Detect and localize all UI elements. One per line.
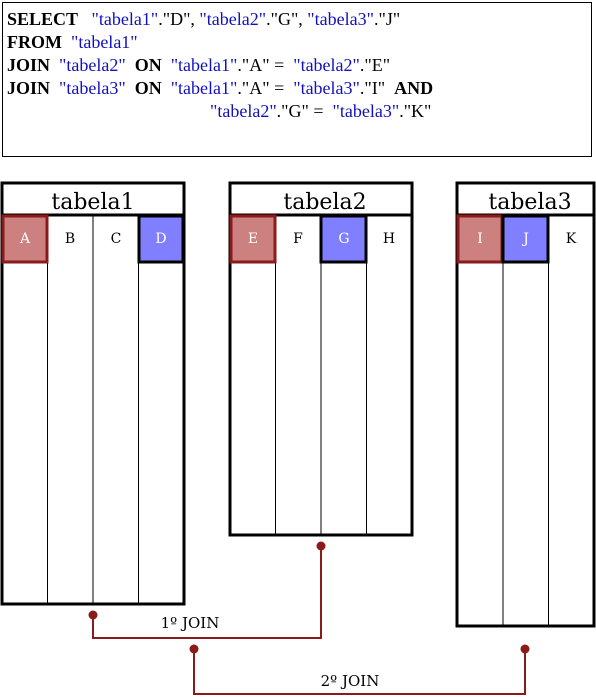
sql-keyword: FROM — [7, 32, 62, 52]
sql-keyword: JOIN — [7, 78, 51, 98]
table-name: tabela2 — [283, 190, 366, 215]
sql-column-ref: ."I" — [359, 78, 386, 98]
sql-column-ref: ."G", — [266, 9, 303, 29]
sql-column-ref: ."A" — [237, 55, 270, 75]
sql-column-ref: ."E" — [359, 55, 391, 75]
sql-keyword: ON — [134, 55, 162, 75]
sql-table-ref: "tabela1" — [70, 32, 138, 52]
sql-table-ref: "tabela3" — [332, 101, 400, 121]
column-label: I — [477, 231, 483, 247]
join-label: 2º JOIN — [321, 672, 380, 690]
column-label: H — [383, 231, 395, 247]
sql-keyword: SELECT — [7, 9, 79, 29]
table-tabela3: tabela3 I J K — [455, 181, 596, 628]
join-line — [92, 546, 322, 639]
sql-table-ref: "tabela3" — [59, 78, 126, 98]
sql-table-ref: "tabela1" — [91, 9, 159, 29]
sql-column-ref: ."K" — [399, 101, 432, 121]
column-cell-join-key — [456, 214, 504, 264]
sql-keyword: ON — [134, 78, 162, 98]
column-cell-join-key — [229, 214, 277, 264]
sql-table-ref: "tabela2" — [293, 55, 360, 75]
sql-line-from: FROM "tabela1" — [7, 31, 138, 53]
join-endpoint — [189, 644, 199, 654]
sql-table-ref: "tabela2" — [59, 55, 126, 75]
sql-line-join-2: JOIN "tabela3" ON "tabela1"."A" = "tabel… — [7, 77, 433, 99]
sql-keyword: JOIN — [7, 55, 51, 75]
column-cell-selected — [501, 214, 550, 264]
column-label: G — [338, 231, 349, 247]
column-label: D — [155, 231, 166, 247]
sql-table-ref: "tabela3" — [293, 78, 360, 98]
join-endpoint — [88, 610, 98, 620]
column-label: K — [566, 231, 577, 247]
sql-operator: = — [313, 101, 324, 121]
join-2-connector: 2º JOIN — [189, 644, 530, 695]
sql-table-ref: "tabela1" — [170, 78, 238, 98]
column-label: A — [19, 231, 31, 247]
sql-table-ref: "tabela2" — [210, 101, 277, 121]
table-name: tabela1 — [51, 190, 134, 215]
column-cell-join-key — [1, 214, 49, 264]
sql-table-ref: "tabela1" — [170, 55, 238, 75]
column-cell-selected — [137, 214, 185, 264]
sql-line-join-1: JOIN "tabela2" ON "tabela1"."A" = "tabel… — [7, 54, 390, 76]
join-1-connector: 1º JOIN — [88, 541, 326, 639]
table-tabela2: tabela2 E F G H — [228, 181, 414, 537]
sql-column-ref: ."J" — [373, 9, 401, 29]
sql-query-box: SELECT "tabela1"."D", "tabela2"."G", "ta… — [2, 2, 592, 157]
sql-line-join-2-cont: "tabela2"."G" = "tabela3"."K" — [210, 100, 431, 122]
column-label: F — [293, 231, 303, 247]
column-cell-selected — [319, 214, 368, 264]
column-label: B — [65, 231, 75, 247]
sql-operator: = — [274, 78, 285, 98]
join-label: 1º JOIN — [161, 614, 220, 632]
sql-table-ref: "tabela3" — [307, 9, 374, 29]
sql-keyword: AND — [394, 78, 434, 98]
sql-column-ref: ."D", — [158, 9, 195, 29]
sql-column-ref: ."G" — [276, 101, 309, 121]
column-label: C — [111, 231, 122, 247]
sql-line-select: SELECT "tabela1"."D", "tabela2"."G", "ta… — [7, 8, 400, 30]
join-line — [193, 649, 526, 695]
column-label: J — [521, 231, 529, 247]
sql-operator: = — [274, 55, 285, 75]
column-label: E — [248, 231, 258, 247]
table-name: tabela3 — [488, 190, 571, 215]
sql-table-ref: "tabela2" — [199, 9, 267, 29]
join-endpoint — [316, 541, 326, 551]
sql-column-ref: ."A" — [237, 78, 270, 98]
join-endpoint — [520, 644, 530, 654]
table-tabela1: tabela1 A B C D — [0, 181, 186, 606]
